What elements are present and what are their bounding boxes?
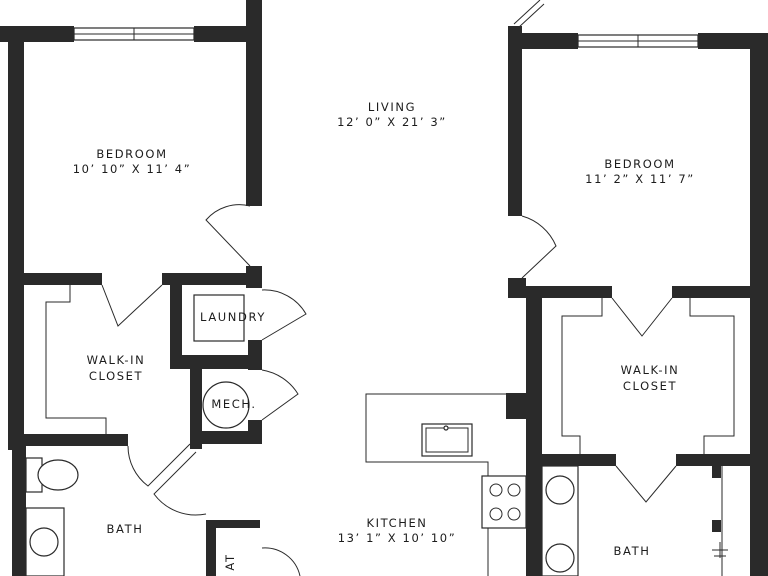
burner-3-icon [489,507,503,521]
wall-right-bedroom-bottom-b [672,286,768,298]
stove-icon [481,475,527,529]
wall-left-bedroom-bottom-a [24,273,102,285]
mech-name: MECH. [211,397,256,411]
wall-right-bath-divider-b [712,520,721,532]
room-labels: LIVING 12’ 0” X 21’ 3” BEDROOM 10’ 10” X… [73,100,695,571]
left-bedroom-size: 10’ 10” X 11’ 4” [73,162,192,176]
shelf-left-walkin [45,285,107,434]
wall-right-bath-divider [712,464,721,478]
left-bath-name: BATH [107,522,144,536]
left-sink-icon [29,527,59,557]
partial-room-name: AT [223,553,237,570]
right-bedroom-name: BEDROOM [604,157,675,171]
left-walkin-line2: CLOSET [89,369,143,383]
wall-walkin-left-bottom [24,434,128,446]
burner-1-icon [489,483,503,497]
right-sink-1-icon [545,475,575,505]
shelf-right-walkin [561,298,735,454]
windows [73,0,699,48]
door-laundry [261,289,307,341]
door-left-bedroom [205,204,251,267]
door-left-walkin [101,284,163,327]
wall-right-bedroom-left [508,26,522,216]
wall-laundry-right-stub [248,340,262,370]
living-room-size: 12’ 0” X 21’ 3” [337,115,447,129]
wall-bottom-partial-left [206,524,216,576]
living-room-name: LIVING [368,100,416,114]
wall-laundry-left [170,285,182,367]
door-mech [261,369,299,421]
right-sink-2-icon [545,543,575,573]
wall-left-outer-lower [12,446,26,576]
wall-kitchen-column [506,393,530,419]
wall-right-walkin-bottom-b [676,454,750,466]
wall-right-outer [750,33,768,576]
wall-right-bedroom-bottom-a [508,286,612,298]
kitchen-sink-icon [421,423,473,457]
wall-kitchen-right [526,298,542,576]
door-right-walkin [611,297,673,337]
shower-head-icon [712,542,728,558]
wall-right-bedroom-top-a [508,33,578,49]
door-bottom-partial [261,547,301,576]
wall-mech-left [190,369,202,449]
entry-door-top-right [513,0,545,29]
wall-left-outer [8,26,24,450]
burner-4-icon [507,507,521,521]
wall-left-bedroom-bottom-b [162,273,262,285]
wall-bottom-partial-top [206,520,260,528]
toilet-bowl-icon [37,459,79,491]
left-bedroom-name: BEDROOM [96,147,167,161]
closet-shelves [45,285,735,454]
wall-mech-bottom [190,431,262,444]
left-walkin-line1: WALK-IN [87,353,146,367]
right-walkin-line1: WALK-IN [621,363,680,377]
wall-right-walkin-bottom-a [542,454,616,466]
wall-left-bedroom-top-b [194,26,246,42]
kitchen-name: KITCHEN [366,516,427,530]
right-walkin-line2: CLOSET [623,379,677,393]
wall-mech-right-stub [248,420,262,444]
water-heater-icon [202,381,250,429]
laundry-name: LAUNDRY [200,310,266,324]
doors [101,204,677,576]
wall-laundry-bottom [170,355,260,369]
washer-icon [193,294,245,342]
door-left-bath-b [153,451,207,516]
wall-left-bedroom-right [246,0,262,206]
right-bath-name: BATH [614,544,651,558]
fixtures [25,294,728,576]
kitchen-size: 13’ 1” X 10’ 10” [338,531,457,545]
door-right-bath [615,465,677,503]
door-left-bath [127,443,191,487]
faucet-icon [443,425,449,431]
burner-2-icon [507,483,521,497]
right-bedroom-size: 11’ 2” X 11’ 7” [585,172,695,186]
door-right-bedroom [521,215,557,279]
